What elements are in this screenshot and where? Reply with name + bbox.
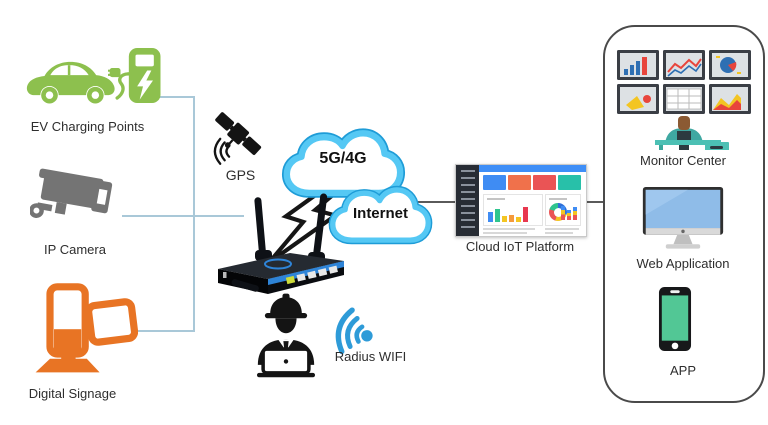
dashboard-row — [483, 228, 535, 230]
connector-ev-to-bus — [158, 96, 194, 98]
dashboard-card — [483, 175, 506, 190]
cloud-iot-platform-label: Cloud IoT Platform — [465, 239, 575, 254]
internet-cloud-icon — [328, 185, 433, 245]
ev-charger-icon — [108, 48, 161, 103]
connector-platform-to-panel — [584, 201, 604, 203]
dashboard-row — [545, 232, 573, 234]
dashboard-sidebar — [456, 165, 479, 236]
cellular-cloud-icon — [281, 128, 406, 198]
engineer-laptop-icon — [256, 293, 316, 378]
digital-signage-label: Digital Signage — [28, 386, 117, 401]
cloud-iot-dashboard — [455, 164, 587, 237]
connector-bus-vertical — [193, 96, 195, 332]
dashboard-donut-panel — [545, 194, 581, 226]
smartphone-icon — [658, 286, 692, 352]
gps-label: GPS — [225, 167, 256, 183]
monitor-center-label: Monitor Center — [640, 153, 726, 168]
connector-internet-to-platform — [413, 201, 456, 203]
ev-charging-label: EV Charging Points — [30, 119, 145, 134]
wifi-icon — [335, 307, 373, 355]
dashboard-mini-columns — [561, 206, 577, 220]
radius-wifi-label: Radius WIFI — [334, 349, 407, 364]
cctv-camera-icon — [30, 168, 113, 218]
router-icon — [218, 193, 344, 294]
gps-satellite-icon — [213, 112, 262, 165]
connector-camera-to-router — [122, 215, 244, 217]
dashboard-bar-chart-panel — [483, 194, 543, 226]
web-application-label: Web Application — [636, 256, 730, 271]
dashboard-card — [508, 175, 531, 190]
app-label: APP — [669, 363, 696, 378]
dashboard-card — [558, 175, 581, 190]
monitor-wall-icon — [617, 50, 751, 150]
internet-cloud-label: Internet — [352, 205, 408, 222]
dashboard-row — [483, 232, 527, 234]
ev-car-icon — [26, 61, 115, 104]
connector-signage-to-bus — [130, 330, 194, 332]
dashboard-topbar — [479, 165, 586, 172]
ip-camera-label: IP Camera — [44, 242, 106, 257]
dashboard-bar-chart — [488, 207, 528, 222]
signage-kiosk-icon — [35, 283, 138, 373]
desktop-computer-icon — [642, 186, 724, 249]
cellular-cloud-label: 5G/4G — [319, 150, 367, 167]
dashboard-row — [545, 228, 579, 230]
dashboard-card — [533, 175, 556, 190]
